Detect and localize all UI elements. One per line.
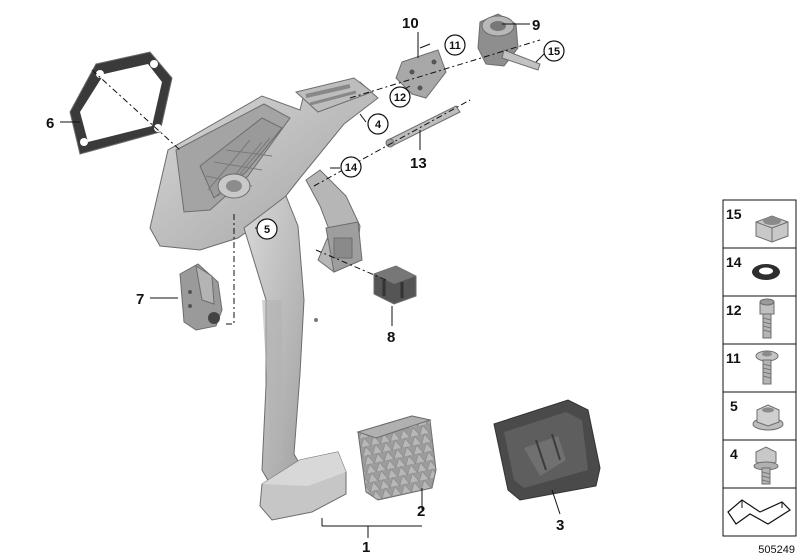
svg-text:12: 12 — [394, 92, 406, 104]
circled-callout-15: 15 — [543, 40, 565, 62]
svg-text:4: 4 — [375, 119, 382, 131]
circled-callout-14: 14 — [340, 156, 362, 178]
nut-icon — [755, 215, 789, 243]
legend-num-14: 14 — [726, 254, 742, 270]
callout-8: 8 — [387, 329, 395, 346]
circled-callout-5: 5 — [256, 218, 278, 240]
pivot-shaft-part — [385, 105, 461, 148]
secondary-pedal-arm-part — [305, 169, 363, 273]
bracket-symbol-icon — [727, 499, 791, 525]
circled-callout-4: 4 — [367, 113, 389, 135]
svg-text:15: 15 — [548, 46, 560, 58]
circled-callout-12: 12 — [389, 86, 411, 108]
svg-text:5: 5 — [264, 224, 270, 236]
legend-num-4: 4 — [730, 446, 738, 462]
brake-pedal-arm-part — [243, 195, 318, 485]
assembly-axis-lines — [91, 39, 541, 325]
flange-nut-icon — [752, 404, 784, 431]
diagram-id: 505249 — [758, 544, 795, 556]
rubber-pad-cover-part — [493, 399, 601, 501]
callout-13: 13 — [410, 155, 427, 172]
legend-num-15: 15 — [726, 206, 742, 222]
gasket-part — [69, 51, 173, 155]
brake-pedal-foot-part — [259, 451, 347, 521]
callout-10: 10 — [402, 15, 419, 32]
svg-text:14: 14 — [345, 162, 358, 174]
callout-9: 9 — [532, 17, 540, 34]
legend-num-12: 12 — [726, 302, 742, 318]
hex-bolt-icon — [753, 446, 779, 485]
socket-head-screw-icon — [759, 298, 775, 339]
flange-screw-icon — [755, 350, 779, 385]
sensor-plate-part — [395, 49, 447, 99]
callout-1: 1 — [362, 539, 370, 556]
pedal-bracket-part — [149, 77, 379, 251]
o-ring-icon — [752, 264, 780, 280]
pedal-sensor-part — [477, 13, 541, 71]
circled-callout-11: 11 — [444, 34, 466, 56]
switch-bracket-part — [179, 263, 223, 331]
callout-3: 3 — [556, 517, 564, 534]
stop-block-part — [373, 265, 417, 305]
svg-text:11: 11 — [449, 40, 461, 52]
callout-2: 2 — [417, 503, 425, 520]
parts-legend: 15 14 12 11 5 — [722, 199, 797, 537]
legend-num-5: 5 — [730, 398, 738, 414]
legend-num-11: 11 — [726, 350, 741, 366]
callout-6: 6 — [46, 115, 54, 132]
pedal-pad-part — [356, 415, 437, 501]
callout-7: 7 — [136, 291, 144, 308]
